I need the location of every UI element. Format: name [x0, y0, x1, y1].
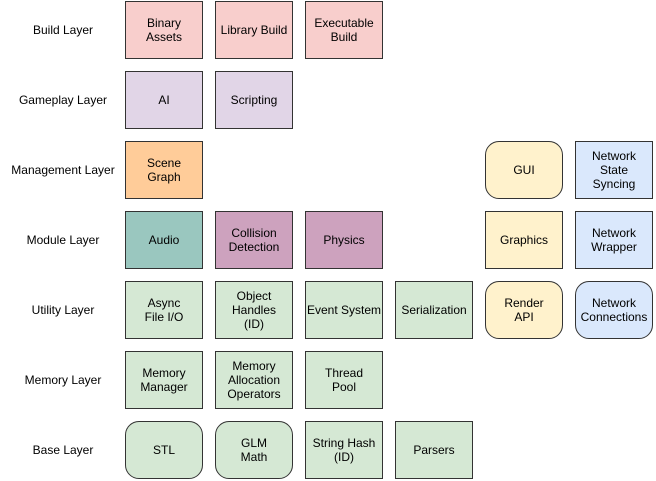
parsers-node[interactable]: Parsers [395, 421, 473, 479]
memory-allocation-operators-node[interactable]: Memory Allocation Operators [215, 351, 293, 409]
layer-label-memory: Memory Layer [24, 373, 102, 387]
serialization-node[interactable]: Serialization [395, 281, 473, 339]
async-file-io-node[interactable]: Async File I/O [125, 281, 203, 339]
string-hash-node[interactable]: String Hash (ID) [305, 421, 383, 479]
audio-node[interactable]: Audio [125, 211, 203, 269]
layer-label-module: Module Layer [26, 233, 100, 247]
object-handles-node[interactable]: Object Handles (ID) [215, 281, 293, 339]
layer-label-gameplay: Gameplay Layer [18, 93, 108, 107]
layer-label-management: Management Layer [11, 163, 115, 177]
physics-node[interactable]: Physics [305, 211, 383, 269]
scene-graph-node[interactable]: Scene Graph [125, 141, 203, 199]
network-state-syncing-node[interactable]: Network State Syncing [575, 141, 653, 199]
collision-detection-node[interactable]: Collision Detection [215, 211, 293, 269]
memory-manager-node[interactable]: Memory Manager [125, 351, 203, 409]
graphics-node[interactable]: Graphics [485, 211, 563, 269]
thread-pool-node[interactable]: Thread Pool [305, 351, 383, 409]
scripting-node[interactable]: Scripting [215, 71, 293, 129]
executable-build-node[interactable]: Executable Build [305, 1, 383, 59]
layer-label-utility: Utility Layer [31, 303, 95, 317]
layer-label-build: Build Layer [32, 23, 94, 37]
network-wrapper-node[interactable]: Network Wrapper [575, 211, 653, 269]
render-api-node[interactable]: Render API [485, 281, 563, 339]
library-build-node[interactable]: Library Build [215, 1, 293, 59]
gui-node[interactable]: GUI [485, 141, 563, 199]
ai-node[interactable]: AI [125, 71, 203, 129]
layer-label-base: Base Layer [32, 443, 94, 457]
stl-node[interactable]: STL [125, 421, 203, 479]
event-system-node[interactable]: Event System [305, 281, 383, 339]
network-connections-node[interactable]: Network Connections [575, 281, 653, 339]
glm-math-node[interactable]: GLM Math [215, 421, 293, 479]
binary-assets-node[interactable]: Binary Assets [125, 1, 203, 59]
